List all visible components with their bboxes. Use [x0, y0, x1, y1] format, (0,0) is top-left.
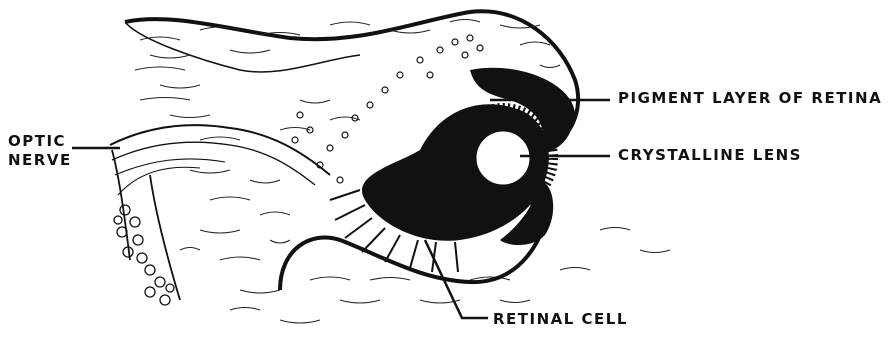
lens-outer	[475, 130, 531, 186]
cell-cluster	[114, 205, 174, 305]
optic-nerve-label-line2: NERVE	[8, 152, 72, 169]
retinal-cell-label: RETINAL CELL	[493, 311, 628, 328]
crystalline-lens-label: CRYSTALLINE LENS	[618, 147, 802, 164]
optic-nerve-band	[110, 125, 330, 300]
pigment-layer-label: PIGMENT LAYER OF RETINA	[618, 90, 882, 107]
optic-nerve-label-line1: OPTIC	[8, 133, 66, 150]
